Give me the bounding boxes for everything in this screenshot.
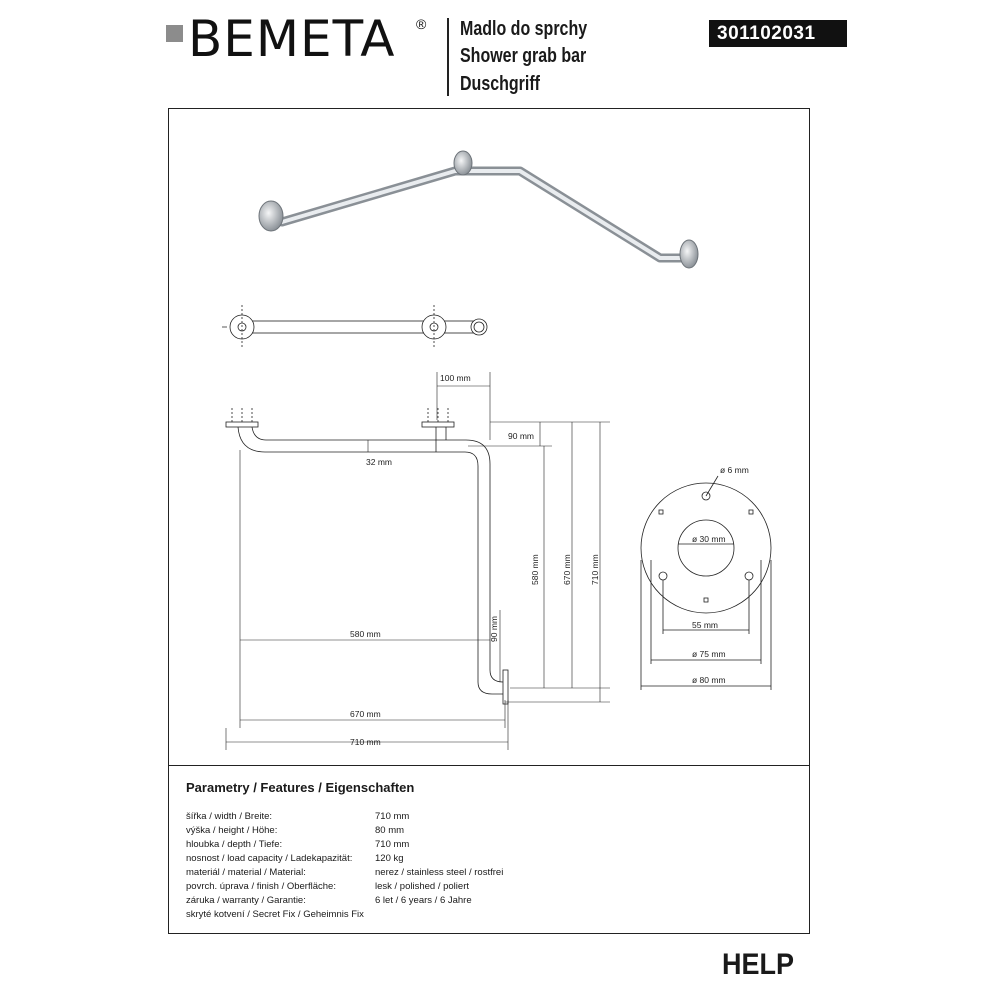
dim-90-lower: 90 mm: [489, 616, 499, 642]
feature-label: šířka / width / Breite:: [186, 811, 273, 822]
feature-label: záruka / warranty / Garantie:: [186, 895, 306, 906]
feature-value: 80 mm: [375, 825, 405, 836]
feature-label: výška / height / Höhe:: [186, 825, 278, 836]
top-view: [222, 305, 488, 349]
title-de: Duschgriff: [460, 73, 540, 95]
feature-value: 120 kg: [375, 853, 404, 864]
dim-hole: ø 6 mm: [720, 465, 749, 475]
dim-80: ø 80 mm: [692, 675, 726, 685]
registered-mark: ®: [416, 16, 427, 32]
rosette-labels: ø 6 mm ø 30 mm 55 mm ø 75 mm ø 80 mm: [692, 465, 749, 685]
dim-710-h: 710 mm: [350, 737, 381, 747]
feature-label: skryté kotvení / Secret Fix / Geheimnis …: [186, 909, 364, 920]
dim-580-v: 580 mm: [530, 554, 540, 585]
series-label: HELP: [722, 948, 795, 981]
feature-value: lesk / polished / poliert: [375, 881, 469, 892]
dimension-lines: [225, 372, 610, 750]
title-en: Shower grab bar: [460, 45, 587, 67]
dim-32: 32 mm: [366, 457, 392, 467]
feature-label: hloubka / depth / Tiefe:: [186, 839, 283, 850]
product-code: 301102031: [709, 20, 847, 47]
feature-label: materiál / material / Material:: [186, 867, 306, 878]
feature-label: povrch. úprava / finish / Oberfläche:: [186, 881, 336, 892]
dim-75: ø 75 mm: [692, 649, 726, 659]
header-divider: [447, 18, 449, 96]
product-illustration: [258, 150, 699, 269]
features-title: Parametry / Features / Eigenschaften: [186, 780, 415, 795]
dim-center: ø 30 mm: [692, 534, 726, 544]
feature-value: 6 let / 6 years / 6 Jahre: [375, 895, 472, 906]
dim-100: 100 mm: [440, 373, 471, 383]
feature-label: nosnost / load capacity / Ladekapazität:: [186, 853, 353, 864]
dim-670-h: 670 mm: [350, 709, 381, 719]
dim-580-h: 580 mm: [350, 629, 381, 639]
feature-value: nerez / stainless steel / rostfrei: [375, 867, 504, 878]
drawing-frame: [168, 108, 810, 934]
feature-value: 710 mm: [375, 811, 410, 822]
frame-separator: [168, 765, 810, 766]
dim-90-upper: 90 mm: [508, 431, 534, 441]
rosette-detail: [640, 475, 772, 690]
dim-55: 55 mm: [692, 620, 718, 630]
dimension-labels: 100 mm 90 mm 32 mm 580 mm 670 mm 710 mm …: [350, 373, 600, 747]
dim-710-v: 710 mm: [590, 554, 600, 585]
logo-square: [166, 25, 183, 42]
brand-logo: BEMETA: [188, 10, 396, 68]
title-cz: Madlo do sprchy: [460, 18, 588, 40]
dim-670-v: 670 mm: [562, 554, 572, 585]
front-view: [225, 408, 509, 705]
feature-value: 710 mm: [375, 839, 410, 850]
